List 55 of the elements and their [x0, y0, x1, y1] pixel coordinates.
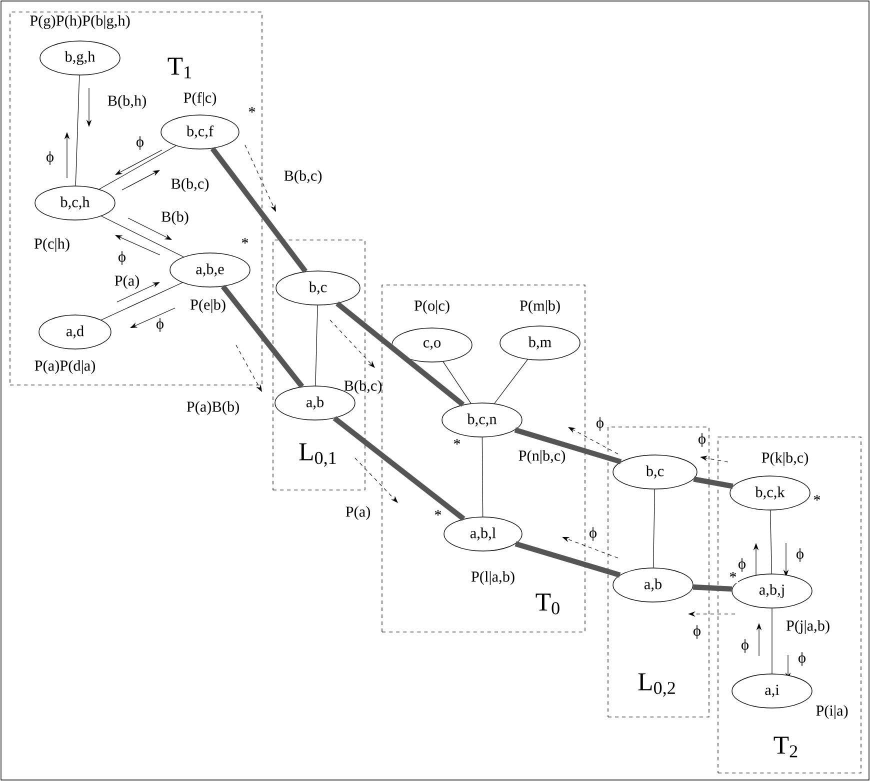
arrow-label: B(b,c)	[171, 178, 209, 192]
potential-label: P(f|c)	[182, 90, 218, 108]
link-line	[514, 427, 622, 464]
arrow-label: ϕ	[136, 136, 144, 150]
link-line	[482, 437, 484, 517]
potential-label: *	[433, 508, 443, 522]
arrow-label: ϕ	[742, 639, 748, 653]
link-line	[99, 145, 176, 190]
potential-label: P(a)P(d|a)	[33, 358, 97, 376]
arrow-label: B(b,h)	[108, 95, 146, 109]
potential-label: *	[728, 570, 738, 584]
link-line	[315, 305, 318, 386]
potential-label: *	[452, 438, 462, 450]
link-line	[210, 146, 308, 274]
link-line	[336, 301, 465, 407]
arrow-label: ϕ	[596, 417, 604, 431]
potential-label: P(m|b)	[518, 298, 562, 316]
arrow-label: B(b,c)	[284, 170, 322, 184]
link-line	[692, 584, 732, 592]
potential-label: P(n|b,c)	[517, 448, 567, 466]
link-line	[494, 359, 528, 404]
arrow-label: ϕ	[738, 558, 746, 572]
link-line	[101, 216, 184, 258]
arrow-label: B(b)	[162, 211, 188, 225]
link-line	[332, 416, 466, 522]
arrow-label: ϕ	[694, 625, 700, 639]
arrow-label: ϕ	[156, 318, 164, 332]
potential-label: P(o|c)	[412, 298, 452, 316]
link-line	[514, 541, 621, 578]
arrow-label: P(a)	[114, 275, 140, 289]
arrow-label: ϕ	[590, 527, 596, 541]
link-line	[100, 282, 183, 320]
arrow-label: P(a)B(b)	[186, 401, 239, 415]
potential-label: P(l|a,b)	[470, 570, 516, 586]
potential-label: *	[240, 236, 250, 250]
arrow-label: ϕ	[118, 251, 126, 265]
arrow-label: ϕ	[698, 433, 706, 447]
link-line	[75, 75, 80, 186]
arrow-label: ϕ	[46, 151, 54, 165]
potential-label: *	[247, 106, 257, 118]
potential-label: P(k|b,c)	[760, 450, 810, 468]
potential-label: P(e|b)	[188, 298, 228, 314]
link-line	[653, 489, 655, 568]
link-line	[220, 284, 304, 388]
potential-label: P(c|h)	[32, 236, 72, 254]
arrow-label: P(a)	[346, 506, 370, 520]
link-line	[693, 476, 734, 489]
link-line	[770, 510, 772, 574]
arrow-label: ϕ	[798, 652, 806, 666]
potential-label: P(g)P(h)P(b|g,h)	[28, 14, 132, 30]
potential-label: P(i|a)	[814, 704, 850, 720]
arrow-label: ϕ	[796, 548, 804, 562]
link-line	[442, 361, 472, 404]
potential-label: P(j|a,b)	[784, 618, 832, 636]
potential-label: *	[812, 494, 822, 506]
